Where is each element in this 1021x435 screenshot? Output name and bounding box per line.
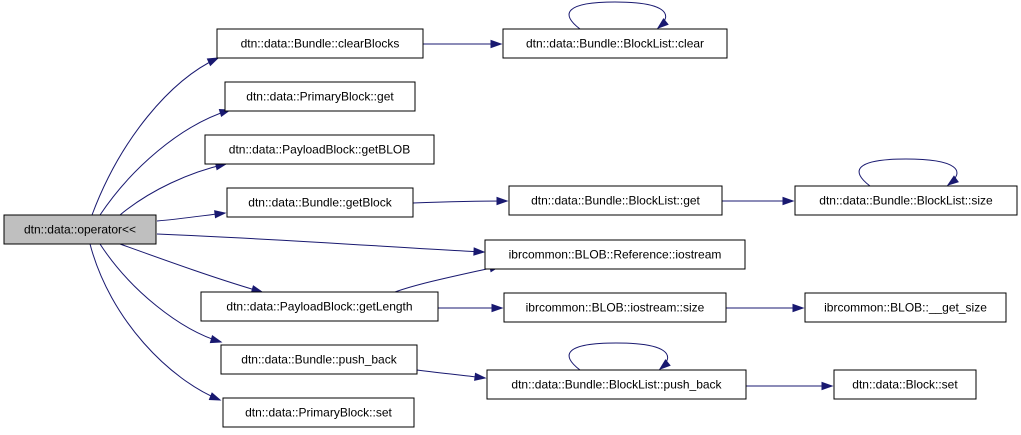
node-pb_get[interactable]: dtn::data::PrimaryBlock::get — [224, 81, 416, 112]
node-label: ibrcommon::BLOB::Reference::iostream — [509, 248, 722, 262]
node-label: dtn::data::Bundle::BlockList::size — [819, 194, 993, 208]
node-box — [503, 292, 727, 323]
node-label: dtn::data::Bundle::clearBlocks — [241, 37, 400, 51]
edge-operator-to-getBlock — [156, 210, 227, 222]
node-label: dtn::data::PrimaryBlock::set — [245, 406, 392, 420]
node-push_back[interactable]: dtn::data::Bundle::push_back — [220, 344, 418, 375]
edge-line — [119, 243, 263, 293]
arrowhead-icon — [656, 18, 669, 29]
edge-clearBlocks-to-bl_clear — [422, 39, 503, 49]
edge-getLength-to-ref_iostream — [394, 264, 502, 293]
node-clearBlocks[interactable]: dtn::data::Bundle::clearBlocks — [216, 28, 424, 59]
arrowhead-icon — [214, 210, 227, 219]
arrowhead-icon — [490, 39, 503, 49]
node-label: dtn::data::Bundle::push_back — [241, 353, 397, 367]
node-box — [204, 134, 435, 165]
node-operator[interactable]: dtn::data::operator<< — [3, 214, 157, 245]
node-label: ibrcommon::BLOB::__get_size — [824, 301, 987, 315]
node-box — [220, 344, 418, 375]
node-box — [804, 292, 1007, 323]
node-bl_push_back[interactable]: dtn::data::Bundle::BlockList::push_back — [486, 369, 747, 400]
edge-getBlock-to-bl_get — [412, 196, 509, 206]
node-label: dtn::data::Bundle::BlockList::clear — [526, 37, 704, 51]
node-bl_size[interactable]: dtn::data::Bundle::BlockList::size — [794, 185, 1018, 216]
edge-operator-to-ref_iostream — [156, 233, 486, 256]
edge-operator-to-getLength — [119, 243, 264, 294]
arrowhead-icon — [782, 196, 795, 206]
edge-bl_get-to-bl_size — [722, 196, 795, 206]
arrowhead-icon — [474, 372, 487, 381]
node-block_set[interactable]: dtn::data::Block::set — [833, 369, 977, 400]
arrowhead-icon — [206, 57, 220, 67]
node-getBlock[interactable]: dtn::data::Bundle::getBlock — [226, 187, 414, 218]
node-getBLOB[interactable]: dtn::data::PayloadBlock::getBLOB — [204, 134, 435, 165]
node-box — [222, 397, 415, 428]
node-box — [216, 28, 424, 59]
node-box — [502, 28, 728, 59]
node-label: dtn::data::operator<< — [24, 223, 136, 237]
edge-line — [568, 342, 669, 371]
edge-line — [99, 243, 222, 343]
edge-iostream_size-to-get_size — [725, 303, 805, 313]
node-label: dtn::data::Bundle::BlockList::get — [531, 194, 700, 208]
node-label: ibrcommon::BLOB::iostream::size — [526, 301, 705, 315]
arrowhead-icon — [496, 196, 509, 206]
node-label: dtn::data::Block::set — [852, 378, 958, 392]
edge-line — [89, 243, 221, 401]
node-iostream_size[interactable]: ibrcommon::BLOB::iostream::size — [503, 292, 727, 323]
arrowhead-icon — [946, 175, 959, 186]
edge-line — [99, 109, 231, 216]
edge-bl_push_back-to-block_set — [746, 381, 834, 391]
node-box — [794, 185, 1018, 216]
edge-operator-to-push_back — [99, 243, 223, 344]
node-get_size[interactable]: ibrcommon::BLOB::__get_size — [804, 292, 1007, 323]
node-box — [833, 369, 977, 400]
edge-line — [568, 1, 667, 30]
edge-line — [858, 158, 958, 187]
node-box — [3, 214, 157, 245]
arrowhead-icon — [491, 303, 504, 313]
edge-bl_push_back-to-bl_push_back — [568, 342, 671, 371]
arrowhead-icon — [821, 381, 834, 391]
edge-line — [412, 200, 508, 204]
node-box — [484, 239, 746, 270]
node-box — [486, 369, 747, 400]
node-getLength[interactable]: dtn::data::PayloadBlock::getLength — [200, 291, 439, 322]
edge-operator-to-pb_set — [89, 243, 222, 401]
arrowhead-icon — [658, 359, 671, 370]
edge-getLength-to-iostream_size — [437, 303, 504, 313]
nodes-layer: dtn::data::operator<<dtn::data::Bundle::… — [3, 28, 1018, 428]
node-box — [508, 185, 723, 216]
node-box — [224, 81, 416, 112]
edge-line — [119, 163, 227, 216]
node-bl_get[interactable]: dtn::data::Bundle::BlockList::get — [508, 185, 723, 216]
edge-line — [394, 265, 501, 293]
node-label: dtn::data::PayloadBlock::getBLOB — [229, 143, 410, 157]
node-bl_clear[interactable]: dtn::data::Bundle::BlockList::clear — [502, 28, 728, 59]
node-label: dtn::data::PayloadBlock::getLength — [226, 300, 412, 314]
arrowhead-icon — [473, 247, 486, 256]
node-box — [226, 187, 414, 218]
node-pb_set[interactable]: dtn::data::PrimaryBlock::set — [222, 397, 415, 428]
node-box — [200, 291, 439, 322]
edge-operator-to-clearBlocks — [91, 57, 220, 216]
arrowhead-icon — [209, 335, 223, 344]
edge-line — [156, 233, 485, 253]
edge-line — [91, 57, 219, 216]
edge-bl_clear-to-bl_clear — [568, 1, 669, 30]
edge-bl_size-to-bl_size — [858, 158, 959, 187]
node-label: dtn::data::Bundle::BlockList::push_back — [511, 378, 722, 392]
node-label: dtn::data::Bundle::getBlock — [248, 196, 392, 210]
edge-push_back-to-bl_push_back — [416, 369, 487, 381]
arrowhead-icon — [792, 303, 805, 313]
node-label: dtn::data::PrimaryBlock::get — [246, 90, 394, 104]
arrowhead-icon — [208, 392, 222, 401]
node-ref_iostream[interactable]: ibrcommon::BLOB::Reference::iostream — [484, 239, 746, 270]
